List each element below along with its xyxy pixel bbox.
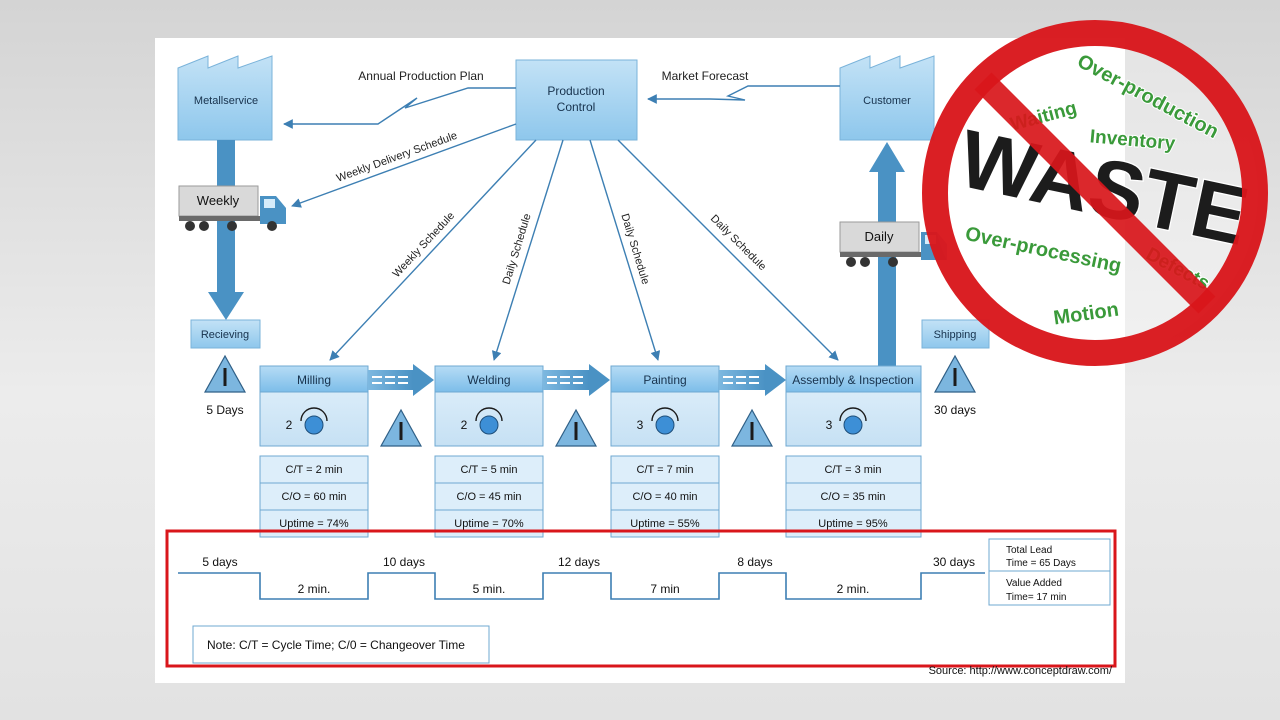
- data-box-assembly: C/T = 3 min C/O = 35 min Uptime = 95%: [785, 455, 922, 538]
- milling-co: C/O = 60 min: [281, 491, 346, 503]
- inventory-end-icon: [933, 354, 977, 393]
- milling-ct: C/T = 2 min: [286, 464, 343, 476]
- milling-uptime: Uptime = 74%: [279, 518, 349, 530]
- process-welding-operators: 2: [461, 418, 468, 432]
- welding-co: C/O = 45 min: [456, 491, 521, 503]
- shipping-box: Shipping: [921, 319, 990, 349]
- timeline-wait-3: 12 days: [558, 555, 600, 569]
- timeline-wait-4: 8 days: [737, 555, 772, 569]
- prohibition-circle: [922, 20, 1268, 366]
- process-welding: Welding 2: [434, 365, 544, 447]
- process-painting: Painting 3: [610, 365, 720, 447]
- timeline-wait-2: 10 days: [383, 555, 425, 569]
- annual-plan-label: Annual Production Plan: [358, 69, 483, 83]
- timeline-wait-5: 30 days: [933, 555, 975, 569]
- push-arrow-3: [719, 364, 786, 396]
- source-text: Source: http://www.conceptdraw.com/: [929, 665, 1113, 677]
- inventory-start-label: 5 Days: [206, 403, 243, 417]
- timeline-process-1: 2 min.: [298, 582, 331, 596]
- inventory-end-label: 30 days: [934, 403, 976, 417]
- lead-time-line1: Total Lead: [1006, 545, 1052, 556]
- market-forecast-label: Market Forecast: [662, 69, 749, 83]
- timeline-process-2: 5 min.: [473, 582, 506, 596]
- inventory-start-icon: [203, 354, 247, 393]
- note-box: Note: C/T = Cycle Time; C/0 = Changeover…: [192, 625, 490, 664]
- schedule-line-welding: [491, 139, 564, 361]
- lead-time-line2: Time = 65 Days: [1006, 558, 1076, 569]
- inventory-1-icon: [379, 408, 423, 447]
- timeline-wait-1: 5 days: [202, 555, 237, 569]
- weekly-delivery-line: [291, 123, 517, 208]
- assembly-co: C/O = 35 min: [820, 491, 885, 503]
- process-milling-operators: 2: [286, 418, 293, 432]
- data-box-painting: C/T = 7 min C/O = 40 min Uptime = 55%: [610, 455, 720, 538]
- push-arrow-2: [543, 364, 610, 396]
- schedule-line-milling: [329, 139, 537, 361]
- supplier-label: Metallservice: [194, 95, 258, 107]
- welding-uptime: Uptime = 70%: [454, 518, 524, 530]
- customer-label: Customer: [863, 95, 911, 107]
- receiving-label: Recieving: [201, 329, 249, 341]
- schedule-line-painting: [589, 139, 661, 361]
- truck-weekly-icon: Weekly: [178, 185, 286, 231]
- painting-uptime: Uptime = 55%: [630, 518, 700, 530]
- truck-daily-label: Daily: [865, 229, 894, 244]
- assembly-uptime: Uptime = 95%: [818, 518, 888, 530]
- welding-ct: C/T = 5 min: [461, 464, 518, 476]
- operator-icon: [843, 415, 863, 435]
- customer-shipment-arrow: [869, 142, 905, 366]
- process-assembly: Assembly & Inspection 3: [785, 365, 922, 447]
- data-box-milling: C/T = 2 min C/O = 60 min Uptime = 74%: [259, 455, 369, 538]
- timeline-line: [178, 572, 985, 600]
- supplier-factory: Metallservice: [177, 55, 273, 141]
- lead-time-box: Total Lead Time = 65 Days Value Added Ti…: [988, 538, 1111, 606]
- process-painting-operators: 3: [637, 418, 644, 432]
- note-text: Note: C/T = Cycle Time; C/0 = Changeover…: [207, 638, 465, 652]
- production-control-line1: Production: [547, 84, 604, 98]
- highlight-frame: [165, 529, 1117, 668]
- inventory-2-icon: [554, 408, 598, 447]
- painting-ct: C/T = 7 min: [637, 464, 694, 476]
- inventory-3-icon: [730, 408, 774, 447]
- truck-weekly-label: Weekly: [197, 193, 240, 208]
- process-welding-name: Welding: [467, 373, 510, 387]
- painting-co: C/O = 40 min: [632, 491, 697, 503]
- process-milling-name: Milling: [297, 373, 331, 387]
- truck-daily-icon: Daily: [839, 221, 947, 267]
- data-box-welding: C/T = 5 min C/O = 45 min Uptime = 70%: [434, 455, 544, 538]
- timeline-process-4: 2 min.: [837, 582, 870, 596]
- timeline-process-3: 7 min: [650, 582, 679, 596]
- annual-plan-flow: Annual Production Plan: [283, 69, 516, 129]
- process-assembly-name: Assembly & Inspection: [792, 373, 913, 387]
- receiving-box: Recieving: [190, 319, 261, 349]
- value-added-line1: Value Added: [1006, 578, 1062, 589]
- waste-no-sign: WASTE Over-production Waiting Inventory …: [922, 20, 1268, 366]
- assembly-ct: C/T = 3 min: [825, 464, 882, 476]
- shipping-label: Shipping: [934, 329, 977, 341]
- market-forecast-flow: Market Forecast: [647, 69, 840, 104]
- operator-icon: [479, 415, 499, 435]
- production-control-line2: Control: [557, 100, 596, 114]
- push-arrow-1: [368, 364, 434, 396]
- customer-factory: Customer: [839, 55, 935, 141]
- production-control-box: Production Control: [515, 59, 638, 141]
- process-painting-name: Painting: [643, 373, 686, 387]
- process-milling: Milling 2: [259, 365, 369, 447]
- operator-icon: [655, 415, 675, 435]
- schedule-line-assembly: [617, 139, 839, 361]
- process-assembly-operators: 3: [826, 418, 833, 432]
- value-added-line2: Time= 17 min: [1006, 592, 1066, 603]
- operator-icon: [304, 415, 324, 435]
- diagram-canvas: [155, 38, 1125, 683]
- prohibition-slash: [974, 72, 1216, 314]
